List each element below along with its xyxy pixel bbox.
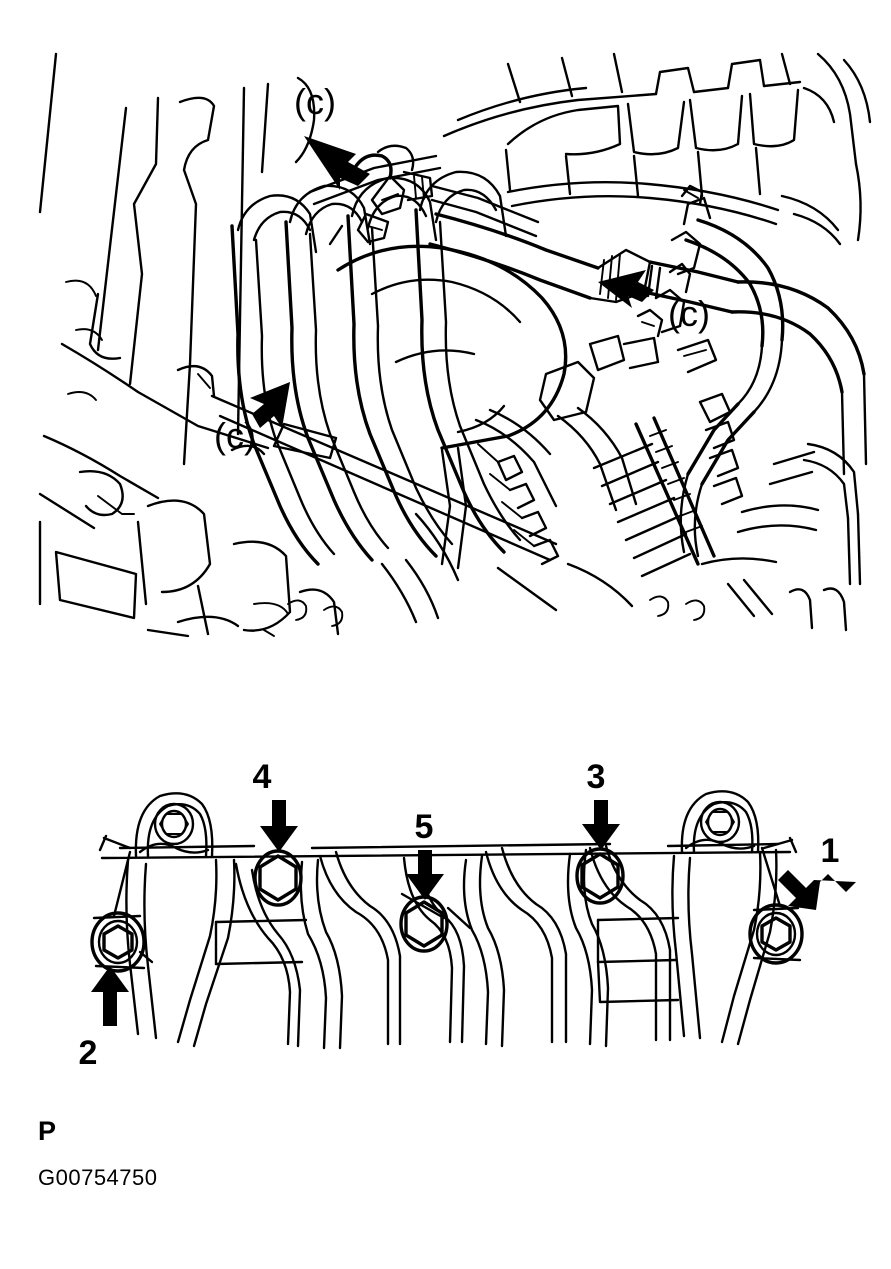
intake-manifold-figure: 4 5 3 1 2 [30,752,870,1082]
callout-c-label-3: (c) [214,415,256,456]
right-side-hoses [679,218,862,586]
bolt-1 [748,903,804,965]
manifold-internal-webs [214,916,680,1004]
intake-manifold-svg: 4 5 3 1 2 [79,758,856,1072]
figure-id: G00754750 [38,1165,158,1190]
callout-c-mid-right: (c) [598,270,710,334]
upper-coolant-hose [428,212,868,476]
bolt-5 [399,895,449,953]
callout-5: 5 [406,808,444,900]
manifold-left-bracket [98,792,214,858]
injector-harness [380,408,560,624]
callout-arrow-2 [598,270,654,308]
lower-right-components [538,184,744,578]
engine-bay-figure: (c) (c) (c) [38,44,872,638]
bolt-3 [575,847,625,905]
callout-arrow-1 [778,870,856,910]
intake-manifold-runners [230,170,568,566]
callout-c-label-2: (c) [668,293,710,334]
callout-number-1: 1 [821,832,840,870]
figure-footer: P G00754750 [38,1118,438,1189]
callout-arrow-5 [406,850,444,900]
manifold-top-rail [100,842,792,860]
bracket-eyelet-left-outer [153,802,195,846]
callout-arrow-2 [91,966,129,1026]
lower-background-detail [287,557,848,632]
bolt-leader-lines [400,892,472,930]
manifold-right-bracket [680,790,798,854]
callout-number-5: 5 [415,808,434,846]
callout-arrow-1 [304,136,370,190]
chassis-background-lines [38,52,340,638]
callout-arrow-3 [582,800,620,850]
bracket-tie-lines [112,846,782,918]
callout-number-2: 2 [79,1034,98,1072]
callout-2: 2 [79,966,129,1072]
callout-arrow-3 [250,382,290,428]
callout-3: 3 [582,758,620,850]
bolt-4 [253,849,303,907]
callout-number-3: 3 [587,758,606,796]
engine-cover-background [442,52,872,246]
bolt-2 [90,911,154,973]
callout-number-4: 4 [253,758,272,796]
page-letter: P [38,1116,57,1146]
callout-arrow-4 [260,800,298,852]
engine-bay-svg: (c) (c) (c) [38,52,872,638]
callout-c-lower-left: (c) [214,382,290,456]
callout-c-label-1: (c) [294,81,336,122]
bracket-eyelet-right-inner [706,807,734,837]
callout-4: 4 [253,758,298,852]
manifold-runner-outlines [125,844,778,1050]
callout-c-top-left: (c) [294,81,370,190]
callout-1: 1 [778,832,856,910]
fuel-rail-assembly [308,144,540,246]
bracket-eyelet-left-inner [160,809,188,839]
